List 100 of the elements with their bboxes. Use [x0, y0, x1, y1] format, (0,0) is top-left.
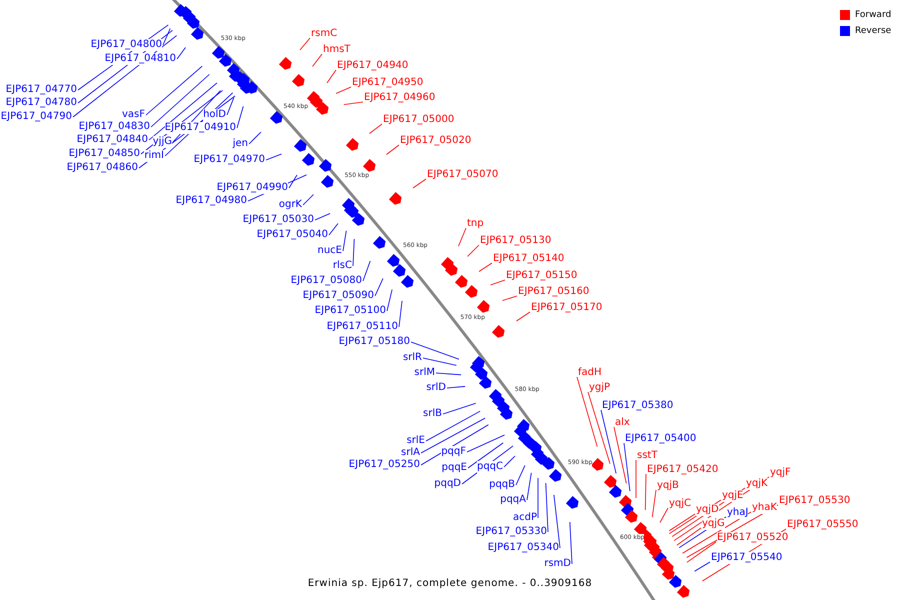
- leader-line: [148, 82, 218, 140]
- gene-label: EJP617_04990: [216, 182, 288, 194]
- leader-line: [412, 178, 426, 188]
- gene-label: yqjD: [696, 504, 719, 516]
- leader-line: [442, 402, 476, 414]
- gene-label: EJP617_05030: [242, 214, 314, 226]
- gene-label: ygjP: [589, 382, 610, 394]
- gene-label: yqjB: [657, 480, 679, 492]
- gene-label: yhaK: [752, 502, 777, 514]
- gene-label: EJP617_05540: [711, 552, 782, 564]
- gene-label: pqqF: [441, 446, 466, 458]
- gene-label: EJP617_04770: [6, 84, 77, 96]
- gene-label: yhaJ: [727, 507, 748, 519]
- gene-label: EJP617_04790: [0, 111, 72, 123]
- gene-label: yqjK: [746, 478, 768, 490]
- leader-line: [386, 144, 400, 155]
- gene-label: EJP617_04830: [78, 121, 150, 133]
- gene-label: pqqA: [500, 494, 526, 506]
- leader-line: [545, 482, 548, 532]
- leader-line: [314, 213, 330, 220]
- leader-line: [398, 300, 402, 328]
- leader-line: [266, 154, 282, 160]
- gene-label: pqqC: [476, 461, 503, 473]
- leader-line: [410, 342, 460, 360]
- leader-line: [678, 516, 726, 548]
- gene-label: EJP617_04800: [90, 39, 162, 51]
- gene-label: EJP617_04860: [66, 162, 138, 174]
- leader-line: [369, 124, 382, 134]
- gene-label: yqjC: [669, 498, 692, 510]
- leader-line: [288, 174, 298, 188]
- leader-line: [682, 512, 752, 554]
- gene-label: pqqD: [434, 478, 461, 490]
- leader-line: [146, 66, 203, 116]
- gene-label: EJP617_04910: [164, 122, 236, 134]
- leader-line: [352, 238, 355, 266]
- leader-line: [302, 194, 314, 206]
- gene-label: EJP617_04960: [364, 92, 436, 104]
- leader-line: [150, 74, 210, 128]
- gene-label: tnp: [467, 218, 484, 230]
- leader-line: [576, 376, 598, 448]
- leader-line: [226, 97, 234, 116]
- leader-line: [467, 244, 480, 257]
- leader-line: [374, 278, 384, 296]
- gene-label: EJP617_05180: [338, 336, 410, 348]
- leader-line: [176, 47, 186, 60]
- gene-label: EJP617_05550: [787, 519, 858, 531]
- legend-label: Forward: [855, 9, 892, 21]
- leader-line: [644, 474, 646, 510]
- gene-label: EJP617_05170: [531, 302, 602, 314]
- leader-line: [686, 542, 716, 563]
- leader-line: [362, 260, 371, 282]
- leader-line: [490, 280, 506, 286]
- gene-label: yjjG: [152, 136, 172, 148]
- gene-label: EJP617_05040: [256, 229, 328, 241]
- leader-line: [588, 392, 610, 464]
- leader-line: [343, 102, 364, 106]
- gene-label: EJP617_04840: [76, 134, 148, 146]
- gene-label: EJP617_05420: [647, 464, 718, 476]
- leader-line: [342, 230, 347, 252]
- leader-line: [236, 106, 244, 128]
- gene-label: EJP617_05150: [506, 270, 578, 282]
- gene-label: EJP617_05070: [427, 169, 498, 181]
- gene-label: yqjE: [722, 490, 744, 502]
- leader-line: [600, 410, 616, 474]
- leader-line: [436, 372, 462, 376]
- leader-line: [526, 472, 532, 500]
- gene-label: EJP617_05000: [383, 114, 454, 126]
- gene-label: EJP617_04940: [337, 60, 408, 72]
- leader-line: [300, 38, 310, 50]
- leader-line: [676, 528, 702, 546]
- gene-label: EJP617_05520: [717, 532, 788, 544]
- leader-line: [660, 508, 668, 523]
- gene-label: EJP617_05020: [400, 135, 472, 147]
- gene-label: EJP617_05530: [779, 495, 850, 507]
- gene-label: EJP617_04980: [176, 195, 247, 207]
- leader-line: [468, 442, 504, 468]
- gene-label: EJP617_04970: [194, 154, 265, 166]
- gene-label: yqjG: [702, 518, 725, 530]
- leader-line: [504, 456, 516, 468]
- leader-line: [248, 132, 262, 144]
- gene-label: EJP617_05080: [290, 275, 362, 287]
- leader-line: [554, 494, 560, 548]
- leader-line: [326, 70, 336, 84]
- gene-label: EJP617_05110: [326, 321, 398, 333]
- gene-label: EJP617_04780: [6, 97, 77, 109]
- leader-line: [458, 228, 466, 247]
- leader-line: [466, 434, 505, 452]
- leader-line: [426, 410, 480, 442]
- gene-label: EJP617_04850: [68, 148, 140, 160]
- gene-label: EJP617_05160: [518, 286, 590, 298]
- gene-label: EJP617_05250: [348, 459, 420, 471]
- leader-line: [516, 312, 530, 322]
- gene-label: EJP617_05340: [488, 542, 559, 554]
- gene-label: EJP617_05140: [493, 253, 564, 265]
- gene-label: rimI: [144, 150, 164, 162]
- legend-label: Reverse: [855, 25, 892, 37]
- leader-line: [162, 28, 171, 46]
- leader-line: [502, 296, 518, 301]
- gene-label: EJP617_05090: [302, 290, 374, 302]
- leader-line: [422, 358, 457, 366]
